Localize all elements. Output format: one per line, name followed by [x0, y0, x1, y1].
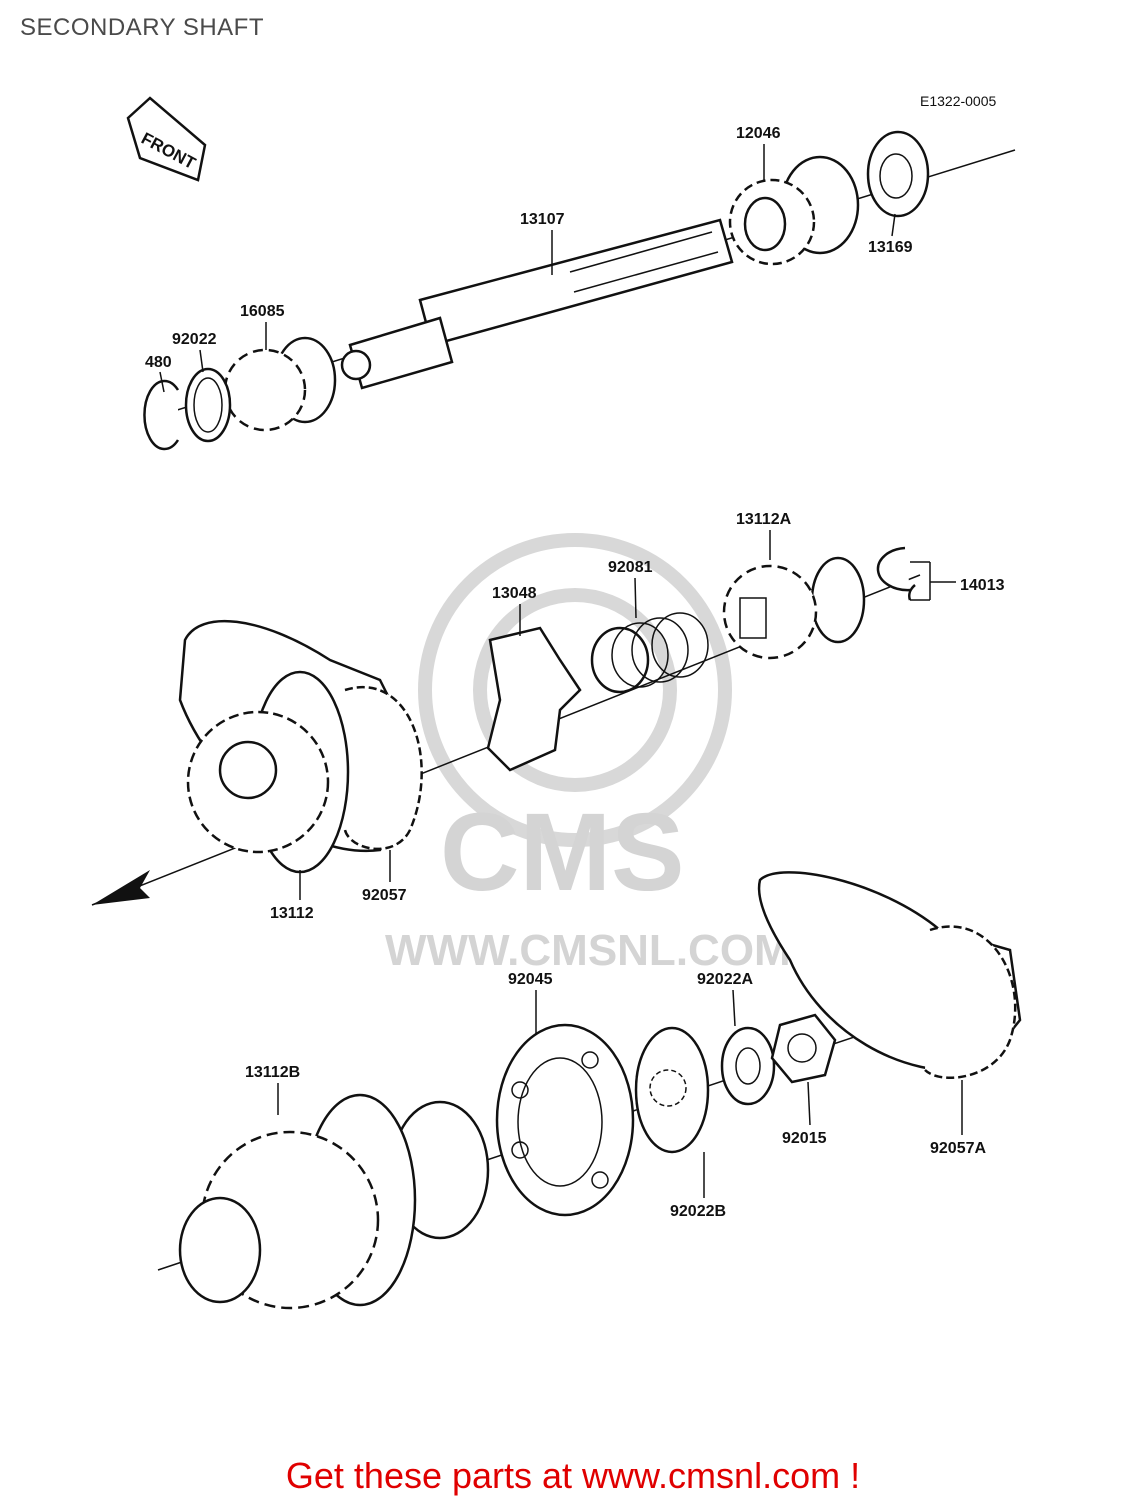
spring-92081 [590, 612, 709, 694]
washer-92022B [634, 1026, 710, 1154]
washer-92022 [184, 367, 232, 443]
footer-promo-link[interactable]: Get these parts at www.cmsnl.com ! [285, 1455, 861, 1496]
circlip-14013 [876, 546, 916, 601]
chain-92057A [757, 871, 1022, 1079]
gear-13112 [186, 670, 350, 874]
watermark-brand: CMS [440, 791, 684, 914]
part-label-92057A: 92057A [930, 1140, 986, 1157]
part-label-13112: 13112 [270, 905, 314, 922]
bearing-92045 [495, 1023, 635, 1217]
part-label-16085: 16085 [240, 303, 285, 320]
part-label-92015: 92015 [782, 1130, 827, 1147]
part-label-13107: 13107 [520, 211, 565, 228]
part-label-13169: 13169 [868, 239, 913, 256]
diagram-code: E1322-0005 [920, 93, 997, 109]
shaft-13107 [340, 218, 734, 390]
gear-13112A [722, 556, 866, 660]
gear-16085 [223, 336, 337, 432]
sprocket-12046 [728, 155, 860, 266]
part-label-92022B: 92022B [670, 1203, 726, 1220]
part-label-92081: 92081 [608, 559, 653, 576]
page-title: SECONDARY SHAFT [20, 14, 264, 41]
washer-92022A [720, 1026, 776, 1106]
gear-13112B [178, 1093, 490, 1310]
front-arrow-icon: FRONT [126, 96, 207, 182]
part-label-12046: 12046 [736, 125, 781, 142]
part-label-14013: 14013 [960, 577, 1005, 594]
part-label-13112A: 13112A [736, 511, 792, 528]
part-label-92057: 92057 [362, 887, 407, 904]
part-label-13112B: 13112B [245, 1064, 300, 1081]
nut-92015 [770, 1013, 837, 1084]
washer-13169 [866, 130, 930, 218]
part-label-92045: 92045 [508, 971, 553, 988]
part-label-92022: 92022 [172, 331, 217, 348]
part-label-13048: 13048 [492, 585, 537, 602]
watermark-url: WWW.CMSNL.COM [385, 926, 791, 975]
dog-13048 [486, 626, 582, 772]
watermark: CMS WWW.CMSNL.COM [385, 533, 791, 975]
circlip-480 [143, 379, 180, 451]
part-label-92022A: 92022A [697, 971, 753, 988]
part-label-480: 480 [145, 354, 172, 371]
